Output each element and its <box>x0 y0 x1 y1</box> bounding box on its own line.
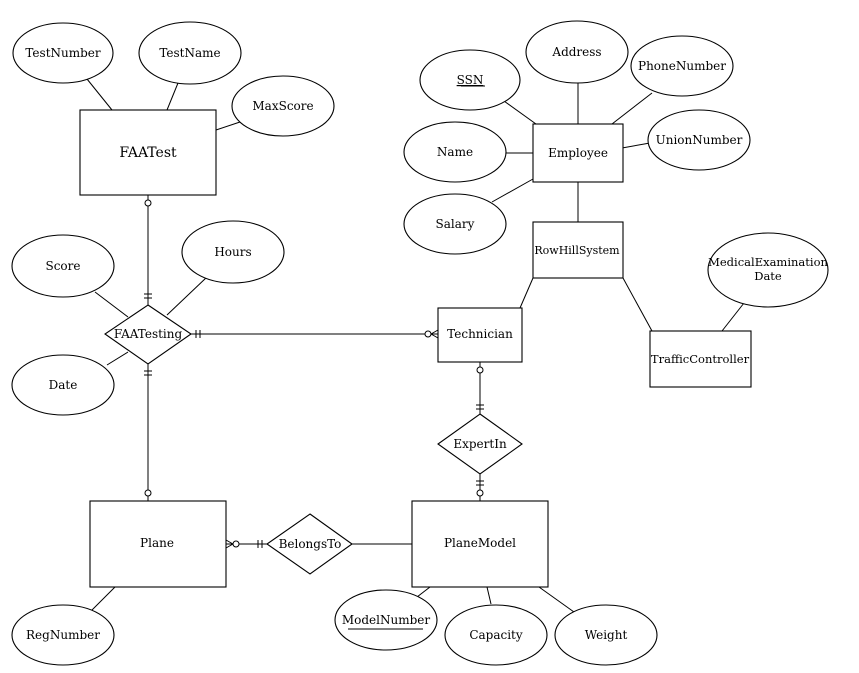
relationship-label: BelongsTo <box>279 537 342 551</box>
attribute-label-line1: MedicalExamination <box>708 255 828 269</box>
attribute-label: UnionNumber <box>656 133 743 147</box>
attribute-label: Address <box>551 45 601 59</box>
attribute-name: Name <box>403 121 507 183</box>
attribute-weight: Weight <box>554 604 658 666</box>
attribute-label: Hours <box>214 245 251 259</box>
marker-zero-faatest <box>144 199 152 207</box>
relationship-expertin: ExpertIn <box>437 413 523 475</box>
attribute-score: Score <box>11 234 115 298</box>
attribute-label-line2: Date <box>754 269 782 283</box>
attribute-label: Score <box>45 259 80 273</box>
entity-label: RowHillSystem <box>534 244 620 257</box>
relationship-label: ExpertIn <box>453 437 507 451</box>
relationship-label: FAATesting <box>114 327 183 341</box>
entity-planemodel: PlaneModel <box>411 500 549 588</box>
marker-zero-plane-top <box>144 489 152 497</box>
attribute-hours: Hours <box>181 220 285 284</box>
attribute-ssn: SSN <box>419 49 521 111</box>
attribute-testnumber: TestNumber <box>12 22 114 84</box>
marker-zero-technician-bottom <box>476 366 484 374</box>
entity-label: Plane <box>140 536 174 550</box>
attribute-address: Address <box>525 20 629 84</box>
attribute-label: Date <box>49 378 78 392</box>
entity-employee: Employee <box>532 123 624 183</box>
attribute-label: PhoneNumber <box>638 59 726 73</box>
marker-zero-many-technician <box>424 330 432 338</box>
entity-label: TrafficController <box>651 352 750 366</box>
attribute-regnumber: RegNumber <box>11 604 115 666</box>
entity-label: PlaneModel <box>444 536 516 550</box>
marker-zero-many-plane <box>232 540 240 548</box>
attribute-key-label: ModelNumber <box>342 613 431 627</box>
attribute-date: Date <box>11 354 115 416</box>
connector-lines <box>86 78 745 613</box>
entity-technician: Technician <box>437 307 523 363</box>
attribute-label: Salary <box>436 217 475 231</box>
entity-label: FAATest <box>119 145 177 161</box>
marker-zero-planemodel-top <box>476 489 484 497</box>
attribute-label: TestNumber <box>25 46 101 60</box>
attribute-key-label: SSN <box>457 73 484 87</box>
attribute-unionnumber: UnionNumber <box>647 109 751 171</box>
entity-faatest: FAATest <box>79 109 217 196</box>
attribute-salary: Salary <box>403 193 507 255</box>
attribute-label: RegNumber <box>26 628 100 642</box>
attribute-testname: TestName <box>138 21 242 85</box>
attribute-label: Weight <box>585 628 628 642</box>
cardinality-markers <box>144 199 484 549</box>
attribute-maxscore: MaxScore <box>231 75 335 137</box>
entity-trafficcontroller: TrafficController <box>649 330 752 388</box>
entity-plane: Plane <box>89 500 227 588</box>
attribute-modelnumber: ModelNumber <box>334 589 438 651</box>
attribute-capacity: Capacity <box>444 604 548 666</box>
entity-rowhillsystem: RowHillSystem <box>532 221 624 279</box>
entity-label: Technician <box>447 327 513 341</box>
entity-label: Employee <box>548 146 608 160</box>
attribute-phonenumber: PhoneNumber <box>630 35 734 97</box>
attribute-label: Name <box>437 145 473 159</box>
attribute-label: TestName <box>159 46 220 60</box>
attribute-medical-examination-date: MedicalExamination Date <box>707 232 829 308</box>
relationship-belongsto: BelongsTo <box>266 513 353 575</box>
relationship-faatesting: FAATesting <box>104 304 192 365</box>
attribute-label: Capacity <box>469 628 523 642</box>
attribute-label: MaxScore <box>252 99 313 113</box>
